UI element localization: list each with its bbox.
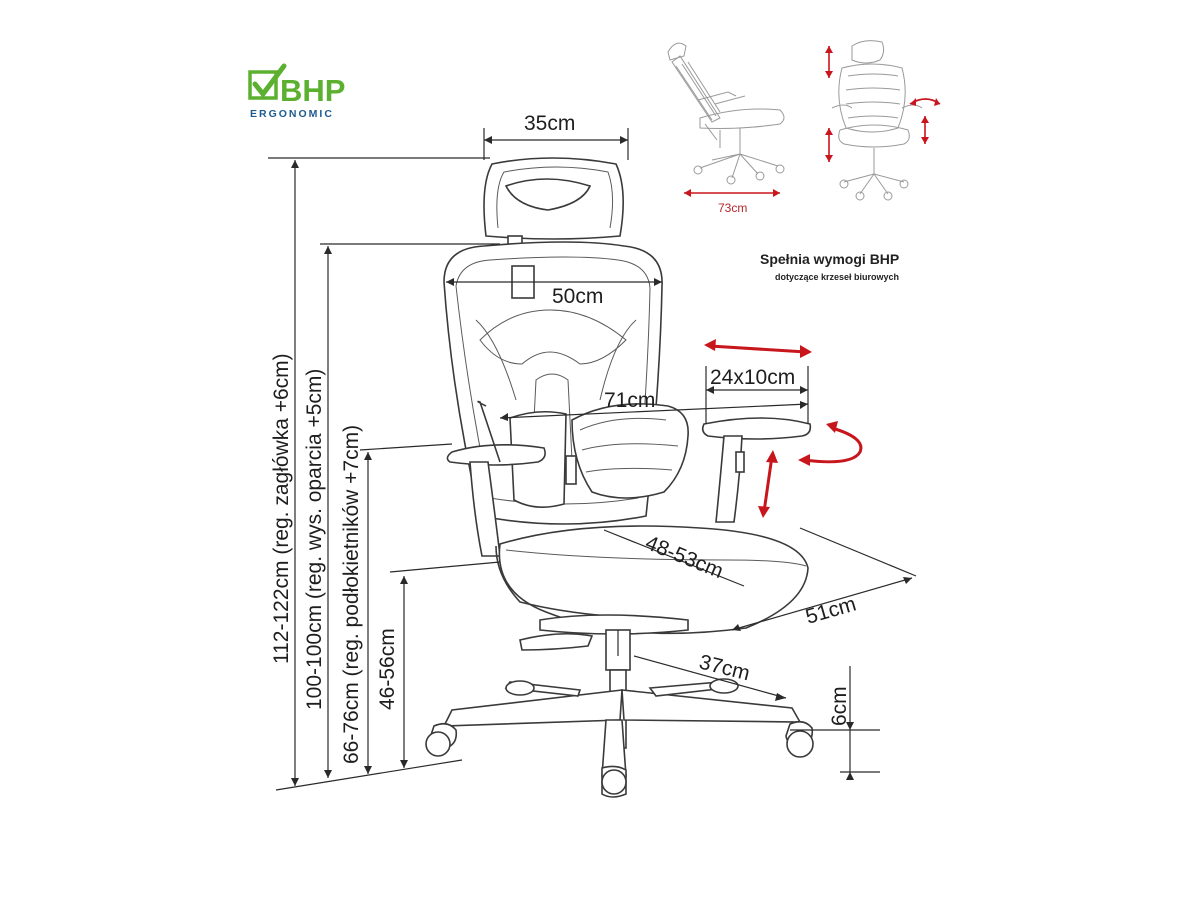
back-height-label: 100-100cm (reg. wys. oparcia +5cm) xyxy=(303,369,326,710)
caster-icons xyxy=(425,678,814,798)
bhp-logo: BHP ERGONOMIC xyxy=(248,63,345,120)
thumbnail-side-view: 73cm xyxy=(667,42,785,215)
armrest-height-arrow xyxy=(758,450,778,518)
thumbnail-back-view xyxy=(825,40,941,201)
armrest-pad-label: 24x10cm xyxy=(710,366,795,389)
thumb-depth-label: 73cm xyxy=(718,201,747,215)
armrest-span-label: 71cm xyxy=(604,389,655,412)
requirements-title: Spełnia wymogi BHP xyxy=(760,251,899,267)
logo-tagline: ERGONOMIC xyxy=(250,108,334,120)
back-width-label: 50cm xyxy=(552,285,603,308)
headrest-width-label: 35cm xyxy=(524,112,575,135)
logo-brand: BHP xyxy=(280,73,345,108)
wheel-height-label: 6cm xyxy=(828,686,851,726)
thumb-adjust-arrows xyxy=(825,46,941,162)
adjustment-arrows xyxy=(704,339,863,518)
checkbox-icon xyxy=(248,63,287,100)
armrest-rotate-arrow xyxy=(798,421,863,466)
dimension-lines xyxy=(268,128,917,791)
seat-width-label: 51cm xyxy=(803,593,859,629)
total-height-label: 112-122cm (reg. zagłówka +6cm) xyxy=(270,353,293,664)
seat-height-label: 46-56cm xyxy=(376,628,399,710)
armrest-slide-arrow xyxy=(704,339,812,358)
requirements-subtitle: dotyczące krzeseł biurowych xyxy=(775,272,899,282)
chair-illustration xyxy=(425,157,814,798)
armrest-height-label: 66-76cm (reg. podłokietników +7cm) xyxy=(340,425,363,764)
